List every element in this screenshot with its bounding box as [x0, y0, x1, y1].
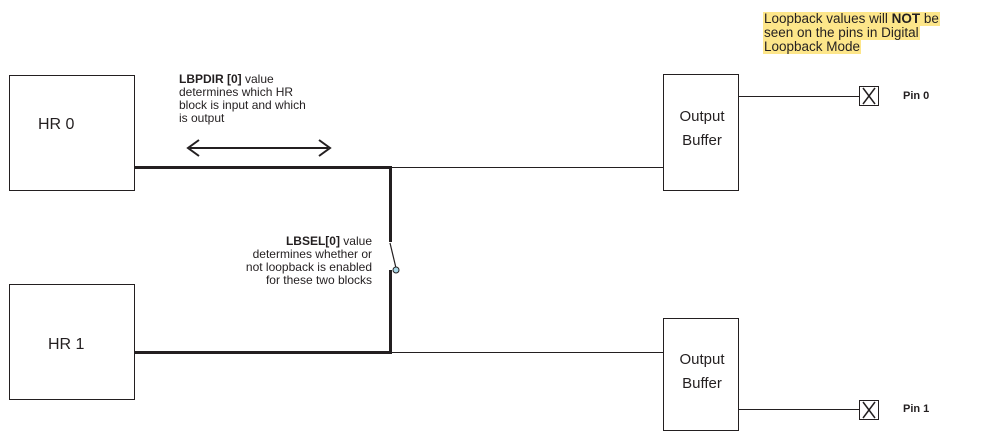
callout-line1: Loopback values will NOT be	[763, 12, 940, 26]
output-buffer-1-label: Output Buffer	[664, 348, 740, 396]
lbpdir-note: LBPDIR [0] value determines which HR blo…	[179, 73, 306, 125]
callout-line1-post: be	[920, 11, 939, 26]
buffer0-input-wire	[392, 167, 663, 168]
callout-line1-bold: NOT	[891, 11, 921, 26]
loopback-upper-wire	[389, 166, 392, 242]
pin1-label: Pin 1	[903, 403, 930, 415]
lbpdir-note-line1: LBPDIR [0] value	[179, 73, 306, 86]
pin1-wire	[739, 409, 859, 410]
lbpdir-note-line3: block is input and which	[179, 98, 306, 112]
lbsel-note-line3: not loopback is enabled	[245, 260, 372, 274]
lbsel-note: LBSEL[0] value determines whether or not…	[226, 235, 372, 287]
output-buffer-1-line1: Output	[679, 351, 725, 368]
callout-line1-pre: Loopback values will	[764, 11, 892, 26]
pin1-x-icon	[859, 400, 879, 420]
buffer1-input-wire	[392, 352, 663, 353]
lbpdir-note-bold: LBPDIR [0]	[179, 72, 242, 86]
lbsel-note-line2: determines whether or	[252, 247, 372, 261]
lbpdir-note-line2: determines which HR	[179, 85, 294, 99]
callout-line2: seen on the pins in Digital	[763, 25, 920, 40]
output-buffer-0-label: Output Buffer	[664, 105, 740, 153]
lbsel-note-line1: LBSEL[0] value	[226, 235, 372, 248]
loopback-switch-icon	[389, 242, 400, 274]
hr1-output-wire	[135, 351, 392, 354]
lbpdir-note-line1-rest: value	[241, 72, 274, 86]
bidirectional-arrow-icon	[186, 139, 332, 157]
hr1-label: HR 1	[48, 336, 85, 353]
lbsel-note-line1-rest: value	[339, 234, 372, 248]
output-buffer-1: Output Buffer	[663, 318, 739, 431]
hr1-block: HR 1	[9, 284, 135, 400]
callout-line3: Loopback Mode	[763, 39, 862, 54]
lbpdir-note-line4: is output	[179, 111, 225, 125]
output-buffer-1-line2: Buffer	[682, 375, 722, 392]
pin0-label: Pin 0	[903, 90, 930, 102]
loopback-callout: Loopback values will NOT be seen on the …	[763, 12, 940, 54]
hr0-output-wire	[135, 166, 392, 169]
output-buffer-0-line2: Buffer	[682, 132, 722, 149]
hr0-block: HR 0	[9, 75, 135, 191]
output-buffer-0: Output Buffer	[663, 74, 739, 191]
lbsel-note-line4: for these two blocks	[265, 273, 372, 287]
loopback-lower-wire	[389, 270, 392, 354]
pin0-wire	[739, 96, 859, 97]
lbsel-note-bold: LBSEL[0]	[285, 234, 340, 248]
pin0-x-icon	[859, 86, 879, 106]
hr0-label: HR 0	[38, 116, 75, 133]
output-buffer-0-line1: Output	[679, 108, 725, 125]
